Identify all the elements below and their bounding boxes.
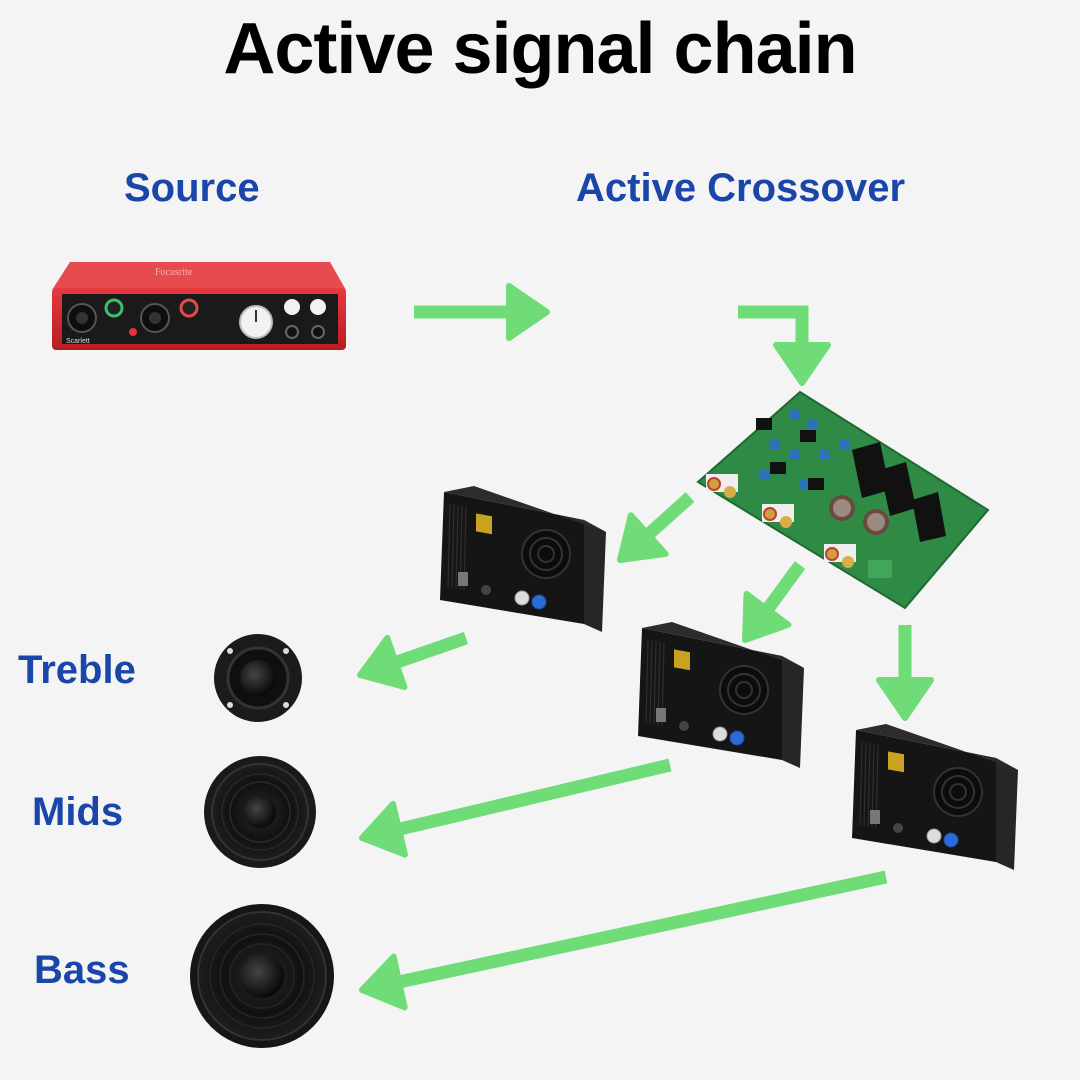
interface-brand-text: Focusrite [155,267,193,278]
label-bass: Bass [34,948,130,992]
arrow-amp1-to-treble [357,631,469,691]
label-source: Source [124,166,260,210]
crossover-board-image [696,390,990,610]
arrow-source-to-crossover [414,283,550,341]
audio-interface-image: Scarlett Focusrite [52,262,346,350]
label-crossover: Active Crossover [576,166,906,210]
arrow-crossover-to-amp3 [876,625,934,721]
woofer-image [190,904,334,1048]
label-mids: Mids [32,790,124,834]
arrow-into-crossover [738,305,831,386]
arrow-amp2-to-mids [359,758,672,858]
tweeter-image [214,634,302,722]
interface-model-text: Scarlett [66,338,90,345]
label-treble: Treble [18,648,136,692]
arrow-crossover-to-amp1 [617,492,695,563]
midrange-driver-image [204,756,316,868]
arrow-amp3-to-bass [359,870,888,1011]
arrow-crossover-to-amp2 [742,561,806,643]
diagram-title: Active signal chain [223,9,857,89]
